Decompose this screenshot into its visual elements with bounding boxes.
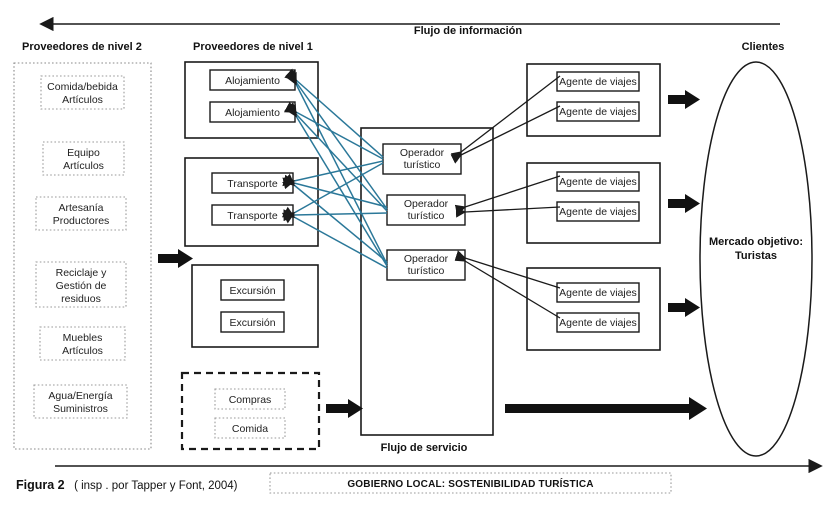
tier2-label-line2: Suministros: [53, 403, 108, 415]
tier2-supplier-item[interactable]: Muebles Artículos: [39, 326, 126, 361]
tier1-item-excursion[interactable]: Excursión: [220, 311, 285, 333]
tier1-item-label: Transporte: [227, 178, 278, 190]
tier1-item-label: Alojamiento: [225, 107, 280, 119]
tier2-label-line1: Comida/bebida: [47, 81, 118, 93]
header-clients: Clientes: [742, 41, 785, 53]
tier2-supplier-item[interactable]: Equipo Artículos: [42, 141, 125, 176]
tier2-container: [13, 62, 152, 450]
travel-agent-label: Agente de viajes: [559, 206, 637, 218]
flow-arrow-agents-to-clients: [668, 298, 700, 317]
figure-caption: Figura 2 ( insp . por Tapper y Font, 200…: [16, 476, 238, 493]
tour-operator-box[interactable]: Operador turístico: [382, 143, 462, 175]
travel-agent-box[interactable]: Agente de viajes: [556, 282, 640, 303]
clients-ellipse: [699, 61, 813, 457]
tour-operator-line2: turístico: [408, 210, 445, 222]
tier1-item-label: Excursión: [229, 285, 275, 297]
service-flow-label: Flujo de servicio: [381, 442, 468, 454]
tier1-item-accommodation[interactable]: Alojamiento: [209, 101, 296, 123]
tour-operator-container: [360, 127, 494, 436]
tier1-to-operator-links: [281, 68, 388, 269]
tour-operator-box[interactable]: Operador turístico: [386, 194, 466, 226]
header-tier2: Proveedores de nivel 2: [22, 41, 142, 53]
tier2-label-line1: Muebles: [63, 332, 103, 344]
tier2-label-line2: Artículos: [62, 345, 103, 357]
tier1-item-label: Transporte: [227, 210, 278, 222]
tier2-supplier-item[interactable]: Agua/Energía Suministros: [33, 384, 128, 419]
tour-operator-line1: Operador: [404, 253, 449, 265]
tier1-item-accommodation[interactable]: Alojamiento: [209, 69, 296, 91]
tier1-item-label: Compras: [229, 394, 272, 406]
tier2-supplier-item[interactable]: Comida/bebida Artículos: [40, 75, 125, 110]
header-tier1: Proveedores de nivel 1: [193, 41, 313, 53]
flow-arrow-tier2-to-tier1: [158, 249, 193, 268]
tier1-item-transport[interactable]: Transporte: [211, 204, 294, 226]
tier2-label-line2: Artículos: [62, 94, 103, 106]
tier1-group-excursion: [191, 264, 319, 348]
operator-to-agent-links: [450, 75, 561, 319]
tier1-item-retail[interactable]: Comida: [214, 417, 286, 439]
tier1-item-excursion[interactable]: Excursión: [220, 279, 285, 301]
tour-operator-box[interactable]: Operador turístico: [386, 249, 466, 281]
travel-agent-box[interactable]: Agente de viajes: [556, 312, 640, 333]
information-flow-label: Flujo de información: [414, 25, 522, 37]
figure-caption-rest: ( insp . por Tapper y Font, 2004): [74, 480, 238, 492]
market-label-line2: Turistas: [735, 250, 777, 262]
tier1-item-label: Alojamiento: [225, 75, 280, 87]
tour-operator-line2: turístico: [408, 265, 445, 277]
travel-agent-box[interactable]: Agente de viajes: [556, 201, 640, 222]
travel-agent-label: Agente de viajes: [559, 317, 637, 329]
travel-agent-label: Agente de viajes: [559, 106, 637, 118]
governance-label: GOBIERNO LOCAL: SOSTENIBILIDAD TURÍSTICA: [347, 477, 593, 490]
tour-operator-line2: turístico: [404, 159, 441, 171]
market-label-line1: Mercado objetivo:: [709, 236, 803, 248]
travel-agent-label: Agente de viajes: [559, 76, 637, 88]
tier2-label-line1: Reciclaje y: [56, 267, 108, 279]
tier2-label-line1: Equipo: [67, 147, 100, 159]
tier1-item-retail[interactable]: Compras: [214, 388, 286, 410]
flow-arrow-agents-to-clients: [668, 90, 700, 109]
travel-agent-box[interactable]: Agente de viajes: [556, 101, 640, 122]
tier2-supplier-item[interactable]: Artesanía Productores: [35, 196, 127, 231]
tier2-label-line2: Productores: [53, 215, 110, 227]
tier2-label-line2: Artículos: [63, 160, 104, 172]
figure-caption-bold: Figura 2: [16, 478, 65, 492]
tier2-label-line2: Gestión de: [56, 280, 107, 292]
tier1-item-transport[interactable]: Transporte: [211, 172, 294, 194]
travel-agent-box[interactable]: Agente de viajes: [556, 71, 640, 92]
flow-arrow-agents-to-clients: [668, 194, 700, 213]
tour-operator-line1: Operador: [400, 147, 445, 159]
travel-agent-group: [526, 267, 661, 351]
tier1-group-transport: [184, 157, 319, 247]
travel-agent-label: Agente de viajes: [559, 176, 637, 188]
tier2-label-line1: Artesanía: [59, 202, 104, 214]
travel-agent-label: Agente de viajes: [559, 287, 637, 299]
flow-arrow-operators-to-clients: [505, 397, 707, 420]
governance-box: [269, 472, 672, 494]
travel-agent-box[interactable]: Agente de viajes: [556, 171, 640, 192]
tier1-item-label: Excursión: [229, 317, 275, 329]
tier2-label-line1: Agua/Energía: [48, 390, 112, 402]
tier2-supplier-item[interactable]: Reciclaje y Gestión de residuos: [35, 261, 127, 308]
tier2-label-line3: residuos: [61, 293, 101, 305]
tier1-item-label: Comida: [232, 423, 268, 435]
tour-operator-line1: Operador: [404, 198, 449, 210]
flow-arrow-retail-to-operators: [326, 399, 363, 418]
